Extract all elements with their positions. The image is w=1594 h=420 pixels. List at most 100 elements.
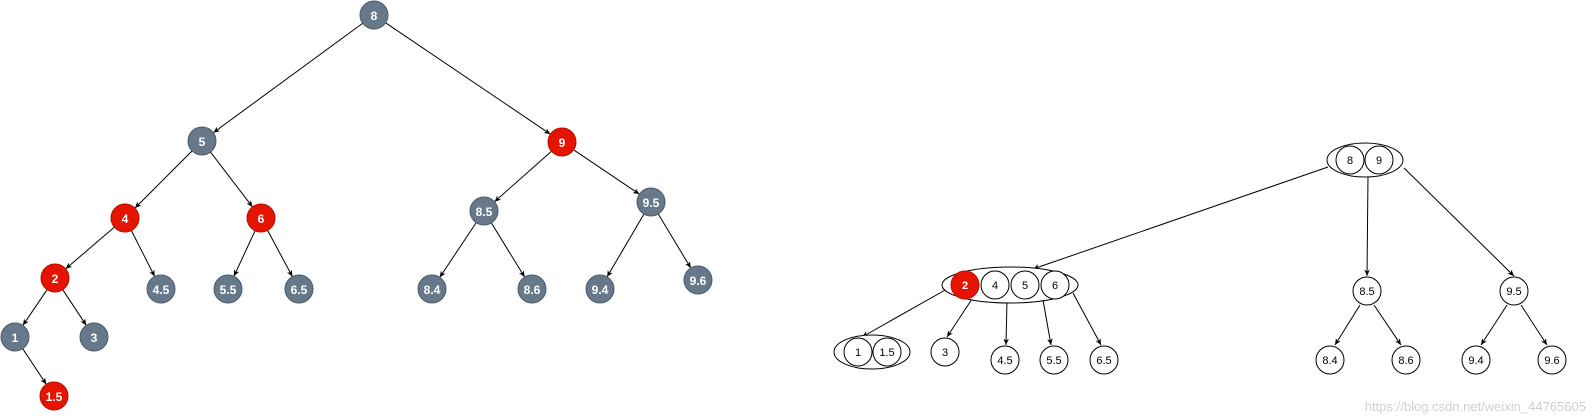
btree-node: 8.6 bbox=[1391, 345, 1421, 375]
key-circle bbox=[872, 337, 902, 367]
btree-key-label: 9.4 bbox=[1468, 355, 1483, 367]
btree-key-label: 8 bbox=[1347, 155, 1353, 167]
key-circle bbox=[1315, 345, 1345, 375]
rb-node: 1.5 bbox=[39, 381, 69, 411]
btree-key-label: 8.4 bbox=[1322, 355, 1337, 367]
rb-node: 9 bbox=[547, 127, 577, 157]
btree-node: 9.6 bbox=[1537, 345, 1567, 375]
btree-key-label: 8.6 bbox=[1398, 355, 1413, 367]
key-circle bbox=[1352, 276, 1382, 306]
black-node-circle bbox=[284, 274, 314, 304]
rb-edge bbox=[22, 289, 48, 326]
rb-node: 8 bbox=[359, 0, 389, 30]
black-node-circle bbox=[213, 274, 243, 304]
rb-edge bbox=[22, 348, 47, 385]
btree-key-label: 1.5 bbox=[879, 347, 894, 359]
rb-node: 9.5 bbox=[636, 187, 666, 217]
rb-node-label: 4 bbox=[122, 212, 129, 226]
btree-node: 5.5 bbox=[1039, 345, 1069, 375]
key-circle bbox=[990, 345, 1020, 375]
rb-edge bbox=[439, 222, 477, 278]
rb-node-label: 5.5 bbox=[220, 283, 237, 297]
rb-edge bbox=[385, 22, 551, 135]
rb-edge bbox=[130, 230, 156, 277]
rb-node-label: 6 bbox=[258, 212, 265, 226]
rb-node-label: 1.5 bbox=[46, 390, 63, 404]
rb-node: 3 bbox=[79, 322, 109, 352]
rb-node: 9.4 bbox=[585, 274, 615, 304]
black-node-circle bbox=[146, 274, 176, 304]
red-node-circle bbox=[40, 263, 70, 293]
key-circle bbox=[1537, 345, 1567, 375]
btree-edge bbox=[1520, 304, 1548, 346]
btree-edge bbox=[1480, 304, 1508, 346]
btree-node: 9.4 bbox=[1461, 345, 1491, 375]
btree-edge bbox=[1373, 304, 1402, 346]
black-node-circle bbox=[517, 274, 547, 304]
rb-node: 8.5 bbox=[469, 196, 499, 226]
key-circle bbox=[843, 337, 873, 367]
btree-node: 6.5 bbox=[1089, 345, 1119, 375]
rb-edge bbox=[494, 150, 552, 203]
red-node-circle bbox=[547, 127, 577, 157]
rb-edge bbox=[134, 150, 193, 209]
btree-edge bbox=[1403, 167, 1515, 277]
red-node-circle bbox=[110, 203, 140, 233]
btree-key-label: 5.5 bbox=[1046, 355, 1061, 367]
btree-node: 4.5 bbox=[990, 345, 1020, 375]
red-node-circle bbox=[246, 203, 276, 233]
rb-node-label: 9.6 bbox=[690, 274, 707, 288]
red-black-tree-edges bbox=[22, 22, 692, 385]
rb-node-label: 8.4 bbox=[424, 283, 441, 297]
red-key-circle bbox=[950, 270, 980, 300]
rb-node: 6 bbox=[246, 203, 276, 233]
black-node-circle bbox=[417, 274, 447, 304]
btree-node: 3 bbox=[930, 337, 960, 367]
btree-key-label: 4 bbox=[992, 280, 998, 292]
key-circle bbox=[1010, 270, 1040, 300]
key-circle bbox=[1039, 345, 1069, 375]
black-node-circle bbox=[469, 196, 499, 226]
black-node-circle bbox=[79, 322, 109, 352]
rb-node-label: 9.5 bbox=[643, 196, 660, 210]
rb-edge bbox=[267, 230, 293, 277]
rb-node: 6.5 bbox=[284, 274, 314, 304]
rb-node: 1 bbox=[0, 322, 30, 352]
rb-node: 4 bbox=[110, 203, 140, 233]
rb-edge bbox=[210, 151, 253, 208]
rb-node-label: 1 bbox=[12, 331, 19, 345]
btree-key-label: 9 bbox=[1376, 155, 1382, 167]
btree-key-label: 1 bbox=[855, 347, 861, 359]
btree-key-label: 6.5 bbox=[1096, 355, 1111, 367]
btree-edge bbox=[861, 288, 948, 338]
btree-node: 9.5 bbox=[1499, 276, 1529, 306]
key-circle bbox=[1391, 345, 1421, 375]
key-circle bbox=[1364, 145, 1394, 175]
rb-node: 4.5 bbox=[146, 274, 176, 304]
btree-key-label: 4.5 bbox=[997, 355, 1012, 367]
rb-node: 5 bbox=[187, 126, 217, 156]
black-node-circle bbox=[359, 0, 389, 30]
btree-key-label: 9.5 bbox=[1506, 286, 1521, 298]
btree-key-label: 6 bbox=[1052, 280, 1058, 292]
rb-node-label: 3 bbox=[91, 331, 98, 345]
key-circle bbox=[1499, 276, 1529, 306]
rb-node-label: 9 bbox=[559, 136, 566, 150]
btree-edge bbox=[946, 298, 973, 338]
key-circle bbox=[1089, 345, 1119, 375]
btree-key-label: 2 bbox=[962, 280, 968, 292]
black-node-circle bbox=[585, 274, 615, 304]
btree-key-label: 3 bbox=[942, 347, 948, 359]
rb-node-label: 9.4 bbox=[592, 283, 609, 297]
black-node-circle bbox=[683, 265, 713, 295]
black-node-circle bbox=[636, 187, 666, 217]
key-circle bbox=[930, 337, 960, 367]
rb-edge bbox=[490, 222, 526, 278]
rb-node: 9.6 bbox=[683, 265, 713, 295]
rb-node-label: 8.6 bbox=[524, 283, 541, 297]
